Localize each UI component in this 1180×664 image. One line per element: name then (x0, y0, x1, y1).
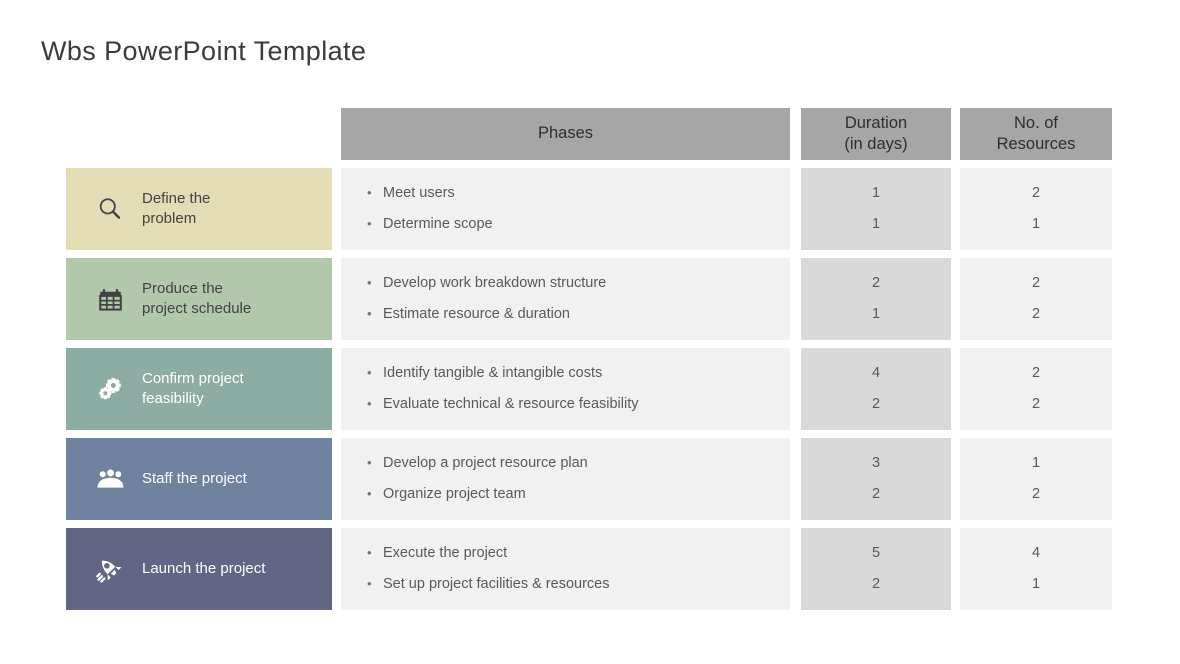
phase-label: Launch the project (142, 559, 266, 577)
resources-value: 2 (1031, 274, 1041, 291)
bullets-cell: • Execute the project • Set up project faci… (341, 528, 790, 610)
resources-value: 1 (1031, 576, 1041, 592)
rocket-icon (95, 554, 125, 584)
bullet-text: Set up project facilities & resources (383, 576, 610, 592)
resources-value: 1 (1031, 454, 1041, 471)
table-row: Staff the project • Develop a project reso… (66, 438, 1112, 520)
duration-value: 5 (871, 544, 881, 561)
header-label-duration-line2: (in days) (844, 135, 908, 153)
bullet-text: Organize project team (383, 486, 526, 502)
bullet-item: • Develop a project resource plan (367, 448, 790, 479)
magnifier-icon (95, 194, 125, 224)
bullet-text: Evaluate technical & resource feasibilit… (383, 396, 639, 412)
bullet-item: • Evaluate technical & resource feasibili… (367, 389, 790, 420)
header-label-resources: No. of Resources (997, 113, 1076, 155)
bullets-cell: • Identify tangible & intangible costs • Ev… (341, 348, 790, 430)
phase-cell-rocket[interactable]: Launch the project (66, 528, 332, 610)
bullet-item: • Organize project team (367, 479, 790, 510)
resources-value: 2 (1031, 486, 1041, 502)
resources-value: 2 (1031, 364, 1041, 381)
wbs-table: Phases Duration (in days) No. of Resourc… (66, 108, 1112, 614)
bullet-dot-icon: • (367, 306, 372, 321)
table-header-row: Phases Duration (in days) No. of Resourc… (66, 108, 1112, 160)
duration-value: 1 (871, 184, 881, 201)
bullet-dot-icon: • (367, 184, 372, 200)
bullet-dot-icon: • (367, 486, 372, 501)
bullet-text: Identify tangible & intangible costs (383, 364, 603, 381)
bullet-text: Determine scope (383, 216, 493, 232)
bullet-item: • Estimate resource & duration (367, 299, 790, 330)
page-title: Wbs PowerPoint Template (41, 36, 367, 66)
resources-value: 2 (1031, 396, 1041, 412)
bullet-item: • Execute the project (367, 538, 790, 569)
phase-label: Produce the project schedule (142, 279, 252, 317)
duration-value: 1 (871, 306, 881, 322)
bullet-dot-icon: • (367, 274, 372, 290)
duration-value: 2 (871, 576, 881, 592)
phase-label: Staff the project (142, 469, 247, 487)
table-row: Produce the project schedule • Develop wor… (66, 258, 1112, 340)
header-cell-phases: Phases (341, 108, 790, 160)
phase-cell-gears[interactable]: Confirm project feasibility (66, 348, 332, 430)
duration-value: 1 (871, 216, 881, 232)
table-row: Confirm project feasibility • Identify tan… (66, 348, 1112, 430)
header-label-phases: Phases (537, 124, 594, 143)
bullet-dot-icon: • (367, 364, 372, 380)
phase-label: Confirm project feasibility (142, 369, 244, 407)
phase-cell-calendar[interactable]: Produce the project schedule (66, 258, 332, 340)
bullet-dot-icon: • (367, 576, 372, 591)
bullet-dot-icon: • (367, 454, 372, 470)
bullet-item: • Determine scope (367, 209, 790, 240)
bullet-item: • Meet users (367, 178, 790, 209)
duration-value: 2 (871, 274, 881, 291)
phase-cell-magnifier[interactable]: Define the problem (66, 168, 332, 250)
header-label-resources-line1: No. of (1013, 113, 1059, 132)
header-cell-resources: No. of Resources (960, 108, 1112, 160)
header-label-duration-line1: Duration (844, 113, 908, 132)
resources-value: 1 (1031, 216, 1041, 232)
duration-value: 2 (871, 396, 881, 412)
bullet-item: • Develop work breakdown structure (367, 268, 790, 299)
resources-value: 2 (1031, 306, 1041, 322)
resources-value: 2 (1031, 184, 1041, 201)
header-label-duration: Duration (in days) (844, 113, 907, 155)
table-row: Define the problem • Meet users • Determine … (66, 168, 1112, 250)
bullet-item: • Identify tangible & intangible costs (367, 358, 790, 389)
bullet-item: • Set up project facilities & resources (367, 569, 790, 600)
people-group-icon (95, 464, 125, 494)
header-label-resources-line2: Resources (996, 135, 1076, 153)
bullet-dot-icon: • (367, 544, 372, 560)
bullet-dot-icon: • (367, 396, 372, 411)
bullets-cell: • Develop work breakdown structure • Estima… (341, 258, 790, 340)
bullet-text: Develop a project resource plan (383, 454, 588, 471)
bullet-text: Develop work breakdown structure (383, 274, 607, 291)
bullet-text: Meet users (383, 184, 455, 201)
duration-value: 2 (871, 486, 881, 502)
bullet-dot-icon: • (367, 216, 372, 231)
duration-value: 4 (871, 364, 881, 381)
phase-cell-people-group[interactable]: Staff the project (66, 438, 332, 520)
bullet-text: Execute the project (383, 544, 508, 561)
bullet-text: Estimate resource & duration (383, 306, 570, 322)
bullets-cell: • Develop a project resource plan • Organiz… (341, 438, 790, 520)
duration-value: 3 (871, 454, 881, 471)
resources-value: 4 (1031, 544, 1041, 561)
table-row: Launch the project • Execute the project • S… (66, 528, 1112, 610)
calendar-icon (95, 284, 125, 314)
header-cell-duration: Duration (in days) (801, 108, 951, 160)
phase-label: Define the problem (142, 189, 211, 227)
gears-icon (95, 374, 125, 404)
bullets-cell: • Meet users • Determine scope (341, 168, 790, 250)
